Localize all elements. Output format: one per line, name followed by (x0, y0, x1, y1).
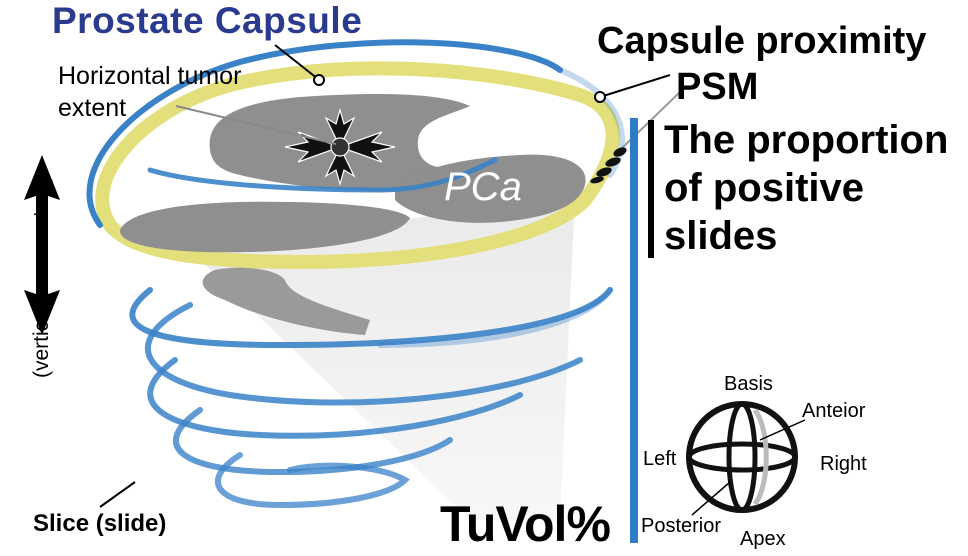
capsule-slice-2 (129, 287, 613, 349)
anterior-leader (759, 419, 806, 441)
title-prostate-capsule: Prostate Capsule (52, 0, 363, 41)
vertical-extent-arrow (24, 155, 60, 335)
tumor-lower-band (119, 201, 410, 253)
orientation-right-label: Right (820, 453, 867, 475)
tumor-volume-cone (190, 195, 575, 520)
orientation-apex-label: Apex (740, 528, 786, 550)
proportion-label-2: of positive (664, 166, 865, 210)
capsule-slice-6 (173, 407, 453, 476)
psm-markers (590, 147, 627, 184)
capsule-yellow-ring (95, 61, 620, 270)
orientation-basis-label: Basis (724, 373, 773, 395)
capsule-slices (129, 287, 613, 509)
prostate-capsule-leader (274, 44, 319, 80)
capsule-slice-7 (215, 452, 410, 509)
horizontal-extent-leader (175, 105, 337, 145)
orientation-sphere (686, 401, 798, 513)
capsule-slice-4 (144, 302, 583, 406)
capsule-proximity-label: Capsule proximity (597, 20, 927, 62)
slice-label: Slice (slide) (33, 510, 167, 537)
orientation-anterior-label: Anteior (802, 400, 866, 422)
proportion-label-3: slides (664, 214, 778, 258)
tumor-lower-fragment (202, 267, 370, 335)
vertical-extent-label: (vertical tumor extent) (30, 174, 53, 378)
pca-label: PCa (444, 165, 522, 209)
posterior-leader (691, 481, 731, 516)
psm-label: PSM (676, 66, 759, 108)
tumor-pca-lobe (395, 154, 586, 223)
capsule-inner-blue (147, 157, 498, 193)
tuvol-label: TuVol% (440, 496, 611, 552)
capsule-top-blue (86, 39, 563, 228)
slice-leader (99, 481, 136, 508)
capsule-proximity-pointer (594, 91, 606, 103)
prostate-capsule-pointer (313, 74, 325, 86)
horizontal-extent-label-2: extent (58, 94, 127, 122)
capsule-slice-3 (377, 287, 613, 348)
capsule-proximity-leader (599, 74, 671, 98)
capsule-slice-5 (147, 357, 523, 439)
horizontal-extent-label-1: Horizontal tumor (58, 62, 242, 90)
proportion-label-1: The proportion (664, 118, 949, 162)
orientation-left-label: Left (643, 448, 677, 470)
orientation-posterior-label: Posterior (641, 515, 722, 537)
tumor-extent-arrows (284, 107, 396, 187)
